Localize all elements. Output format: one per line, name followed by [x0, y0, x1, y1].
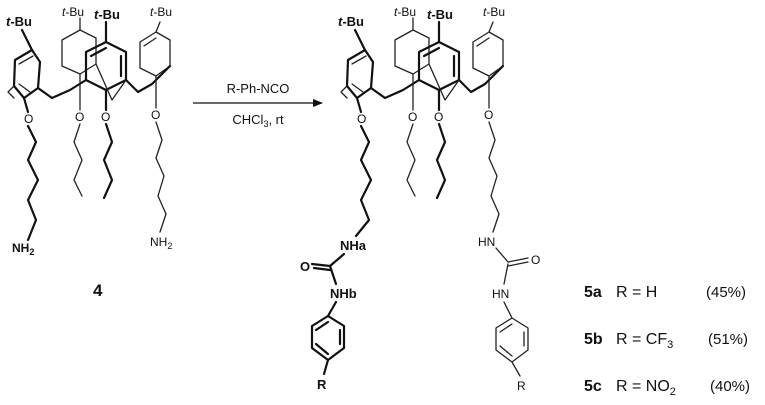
- reaction-arrow-group: R-Ph-NCO CHCl3, rt: [193, 81, 323, 129]
- product-oxygen-4: O: [484, 108, 493, 122]
- urea-nh-a-label: NHa: [340, 238, 367, 253]
- compound-5a-id: 5a: [584, 284, 602, 301]
- reactant-tbu-1: t-Bu: [6, 14, 32, 29]
- compound-list: 5a R = H (45%) 5b R = CF3 (51%) 5c R = N…: [584, 284, 750, 398]
- compound-5b: 5b R = CF3 (51%): [584, 331, 748, 351]
- aryl-r-bond-left: [322, 358, 330, 376]
- aryl-double-bond-left-1: [314, 320, 330, 332]
- compound-5b-yield: (51%): [708, 331, 748, 348]
- reactant-butyl-chain-right: [102, 122, 114, 200]
- reactant-oxygen-4: O: [151, 108, 160, 122]
- compound-5b-formula: R = CF3: [616, 331, 673, 351]
- urea-oxygen-right: O: [531, 253, 540, 267]
- reactant-oxygen-3: O: [101, 110, 110, 124]
- reactant-oxygen-1: O: [24, 112, 33, 126]
- urea-carbonyl-bond-left: [310, 262, 332, 268]
- compound-5a-formula: R = H: [616, 284, 657, 301]
- urea-bond-left-1: [328, 252, 346, 268]
- urea-aryl-bond-right: [503, 301, 513, 319]
- reactant-aminopropyl-chain-left: [26, 124, 40, 242]
- urea-oxygen-left: O: [300, 259, 310, 274]
- product-tbu-1: t-Bu: [338, 14, 364, 29]
- reactant-molecule: t-Bu t-Bu t-Bu t-Bu O O O O NH2 NH2 4: [6, 5, 172, 300]
- reactant-butyl-chain-left: [73, 123, 83, 197]
- conditions-label: CHCl3, rt: [232, 112, 284, 129]
- reagent-label: R-Ph-NCO: [227, 81, 290, 96]
- aryl-double-bond-right-1: [499, 323, 513, 333]
- compound-5a-yield: (45%): [706, 284, 746, 301]
- product-chain-right: [488, 121, 500, 233]
- r-group-right: R: [517, 379, 526, 393]
- reactant-tbu-2: t-Bu: [62, 5, 84, 19]
- product-butyl-chain-right: [435, 122, 447, 200]
- product-butyl-chain-left: [406, 123, 416, 197]
- product-tbu-4: t-Bu: [483, 5, 505, 19]
- product-oxygen-2: O: [408, 110, 417, 124]
- product-oxygen-3: O: [434, 110, 443, 124]
- reactant-tbu-4: t-Bu: [150, 5, 172, 19]
- compound-5c-id: 5c: [584, 378, 602, 395]
- urea-carbonyl-bond-right: [507, 257, 529, 263]
- aryl-r-bond-right: [511, 361, 521, 377]
- product-tbu-3: t-Bu: [427, 7, 453, 22]
- compound-5c: 5c R = NO2 (40%): [584, 378, 750, 398]
- compound-5a: 5a R = H (45%): [584, 284, 746, 301]
- reactant-amine-right: NH2: [150, 235, 172, 251]
- reactant-oxygen-2: O: [75, 110, 84, 124]
- urea-bond-left-2: [328, 264, 338, 286]
- product-chain-left: [354, 124, 373, 238]
- product-molecule: t-Bu t-Bu t-Bu t-Bu O O O O NHa O NHb R …: [300, 5, 540, 393]
- compound-5c-yield: (40%): [710, 378, 750, 395]
- product-oxygen-1: O: [357, 112, 366, 126]
- compound-number: 4: [93, 281, 103, 300]
- r-group-left: R: [317, 377, 327, 392]
- urea-hn-right-bottom: HN: [492, 287, 509, 301]
- urea-bond-right-1: [495, 247, 509, 263]
- urea-nh-b-label: NHb: [330, 286, 357, 301]
- urea-carbonyl-bond-left-double: [312, 266, 332, 272]
- urea-hn-right-top: HN: [478, 235, 495, 249]
- compound-5c-formula: R = NO2: [616, 378, 676, 398]
- reactant-tbu-3: t-Bu: [94, 7, 120, 22]
- reactant-aminopropyl-chain-right: [155, 121, 167, 233]
- urea-aryl-bond-left: [326, 300, 338, 318]
- compound-5b-id: 5b: [584, 331, 603, 348]
- urea-bond-right-2: [503, 263, 509, 285]
- urea-carbonyl-bond-right-double: [507, 261, 529, 267]
- aryl-double-bond-right-3: [499, 345, 513, 357]
- reactant-amine-left: NH2: [12, 241, 34, 257]
- product-tbu-2: t-Bu: [394, 5, 416, 19]
- aryl-double-bond-left-3: [314, 342, 330, 356]
